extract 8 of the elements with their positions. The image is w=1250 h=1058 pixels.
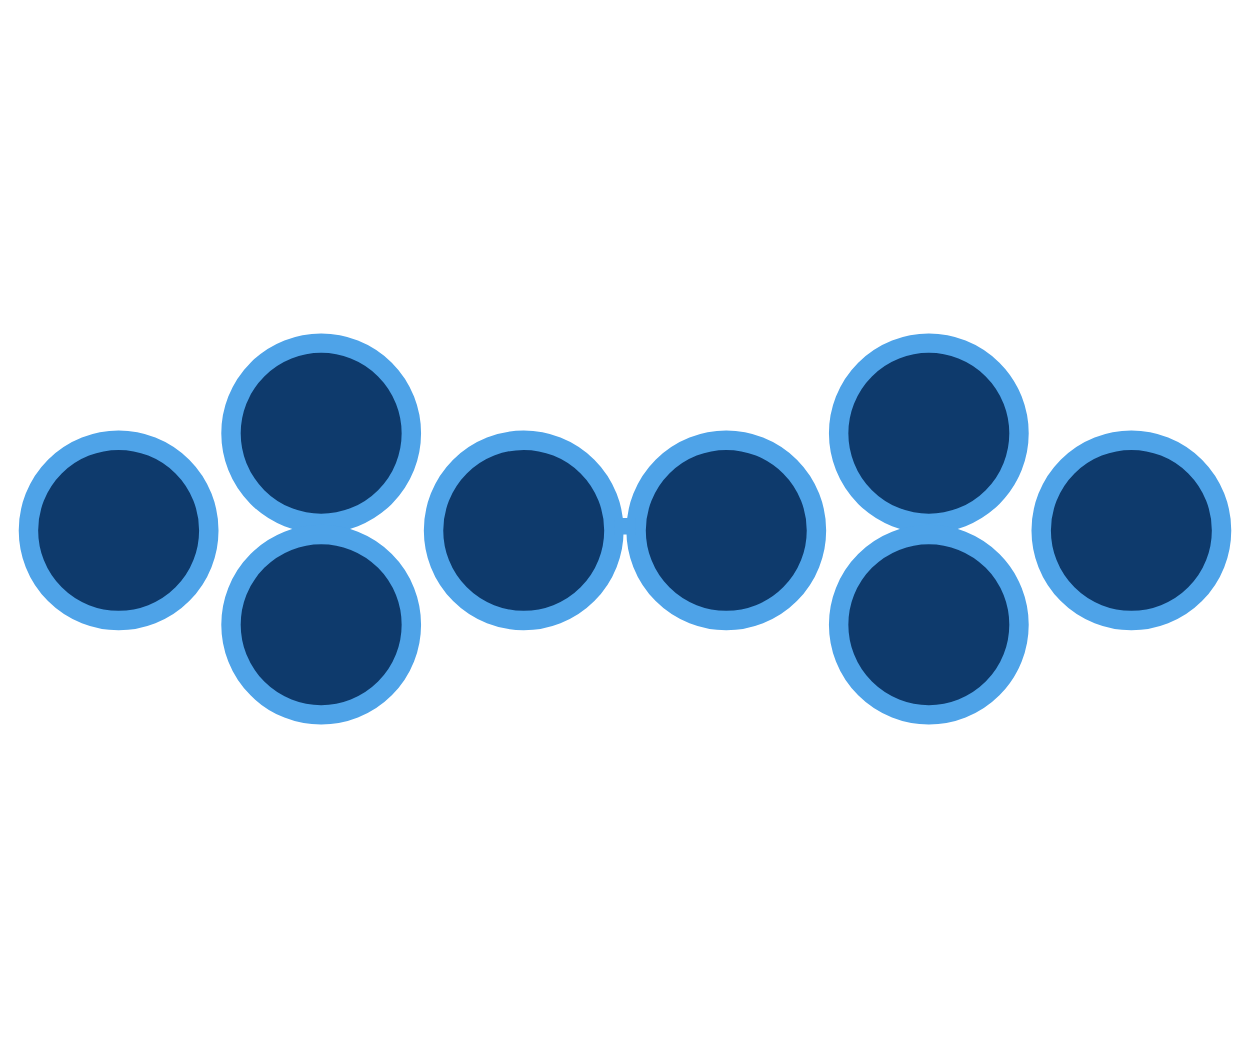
node-circle: [1031, 430, 1232, 631]
node-circle: [221, 524, 422, 725]
node-circle: [828, 333, 1029, 534]
node-circle: [626, 430, 827, 631]
node-circle: [221, 333, 422, 534]
node-circle: [828, 524, 1029, 725]
node-circle: [18, 430, 219, 631]
node-circle: [423, 430, 624, 631]
